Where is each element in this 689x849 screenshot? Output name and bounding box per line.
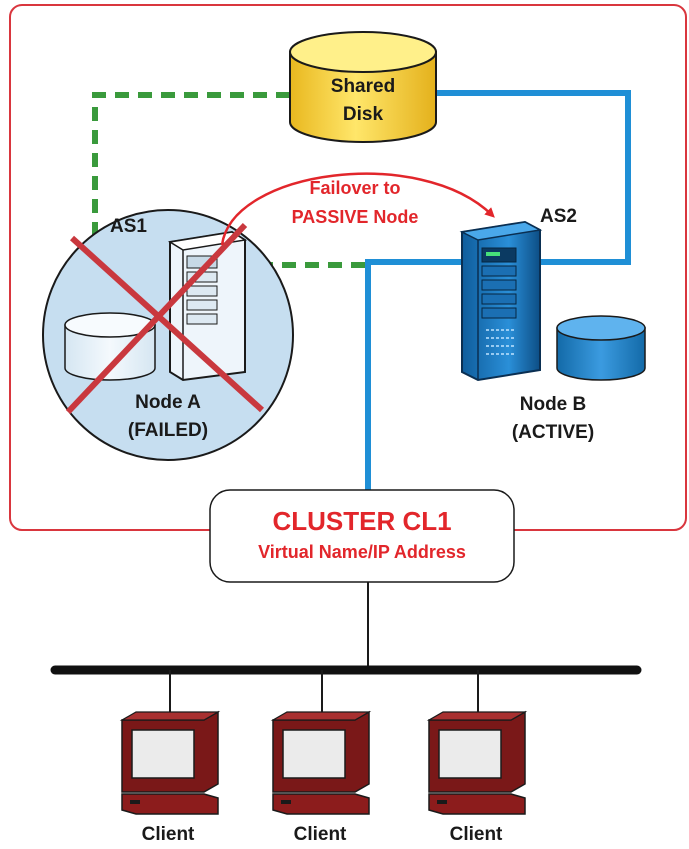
cluster-virtual-box — [209, 489, 515, 583]
client-label: Client — [450, 824, 503, 845]
shared-disk-label-line1: Shared — [331, 76, 395, 97]
client-computer-icon — [426, 710, 528, 815]
node-a-status: (FAILED) — [128, 420, 208, 441]
failed-cross-icon — [65, 222, 265, 415]
inactive-disk-link — [92, 92, 368, 268]
active-node-server-icon — [459, 220, 543, 382]
failed-node-disk-icon — [64, 312, 156, 381]
active-node-disk-icon — [556, 315, 646, 381]
node-b-name: Node B — [520, 394, 587, 415]
cluster-subtitle: Virtual Name/IP Address — [258, 542, 466, 562]
failover-label-line2: PASSIVE Node — [292, 207, 419, 227]
active-disk-link — [430, 90, 631, 265]
client-computer-icon — [270, 710, 372, 815]
client-label: Client — [294, 824, 347, 845]
node-b-status: (ACTIVE) — [512, 422, 594, 443]
node-a-name: Node A — [135, 392, 201, 413]
node-b-server-label: AS2 — [540, 206, 577, 227]
failover-arrow — [220, 172, 495, 246]
node-a-server-label: AS1 — [110, 216, 147, 237]
failover-label-line1: Failover to — [309, 178, 400, 198]
cluster-title: CLUSTER CL1 — [272, 506, 451, 536]
client-computer-icon — [119, 710, 221, 815]
shared-disk-label-line2: Disk — [343, 104, 384, 125]
client-label: Client — [142, 824, 195, 845]
shared-disk-icon — [289, 31, 437, 143]
